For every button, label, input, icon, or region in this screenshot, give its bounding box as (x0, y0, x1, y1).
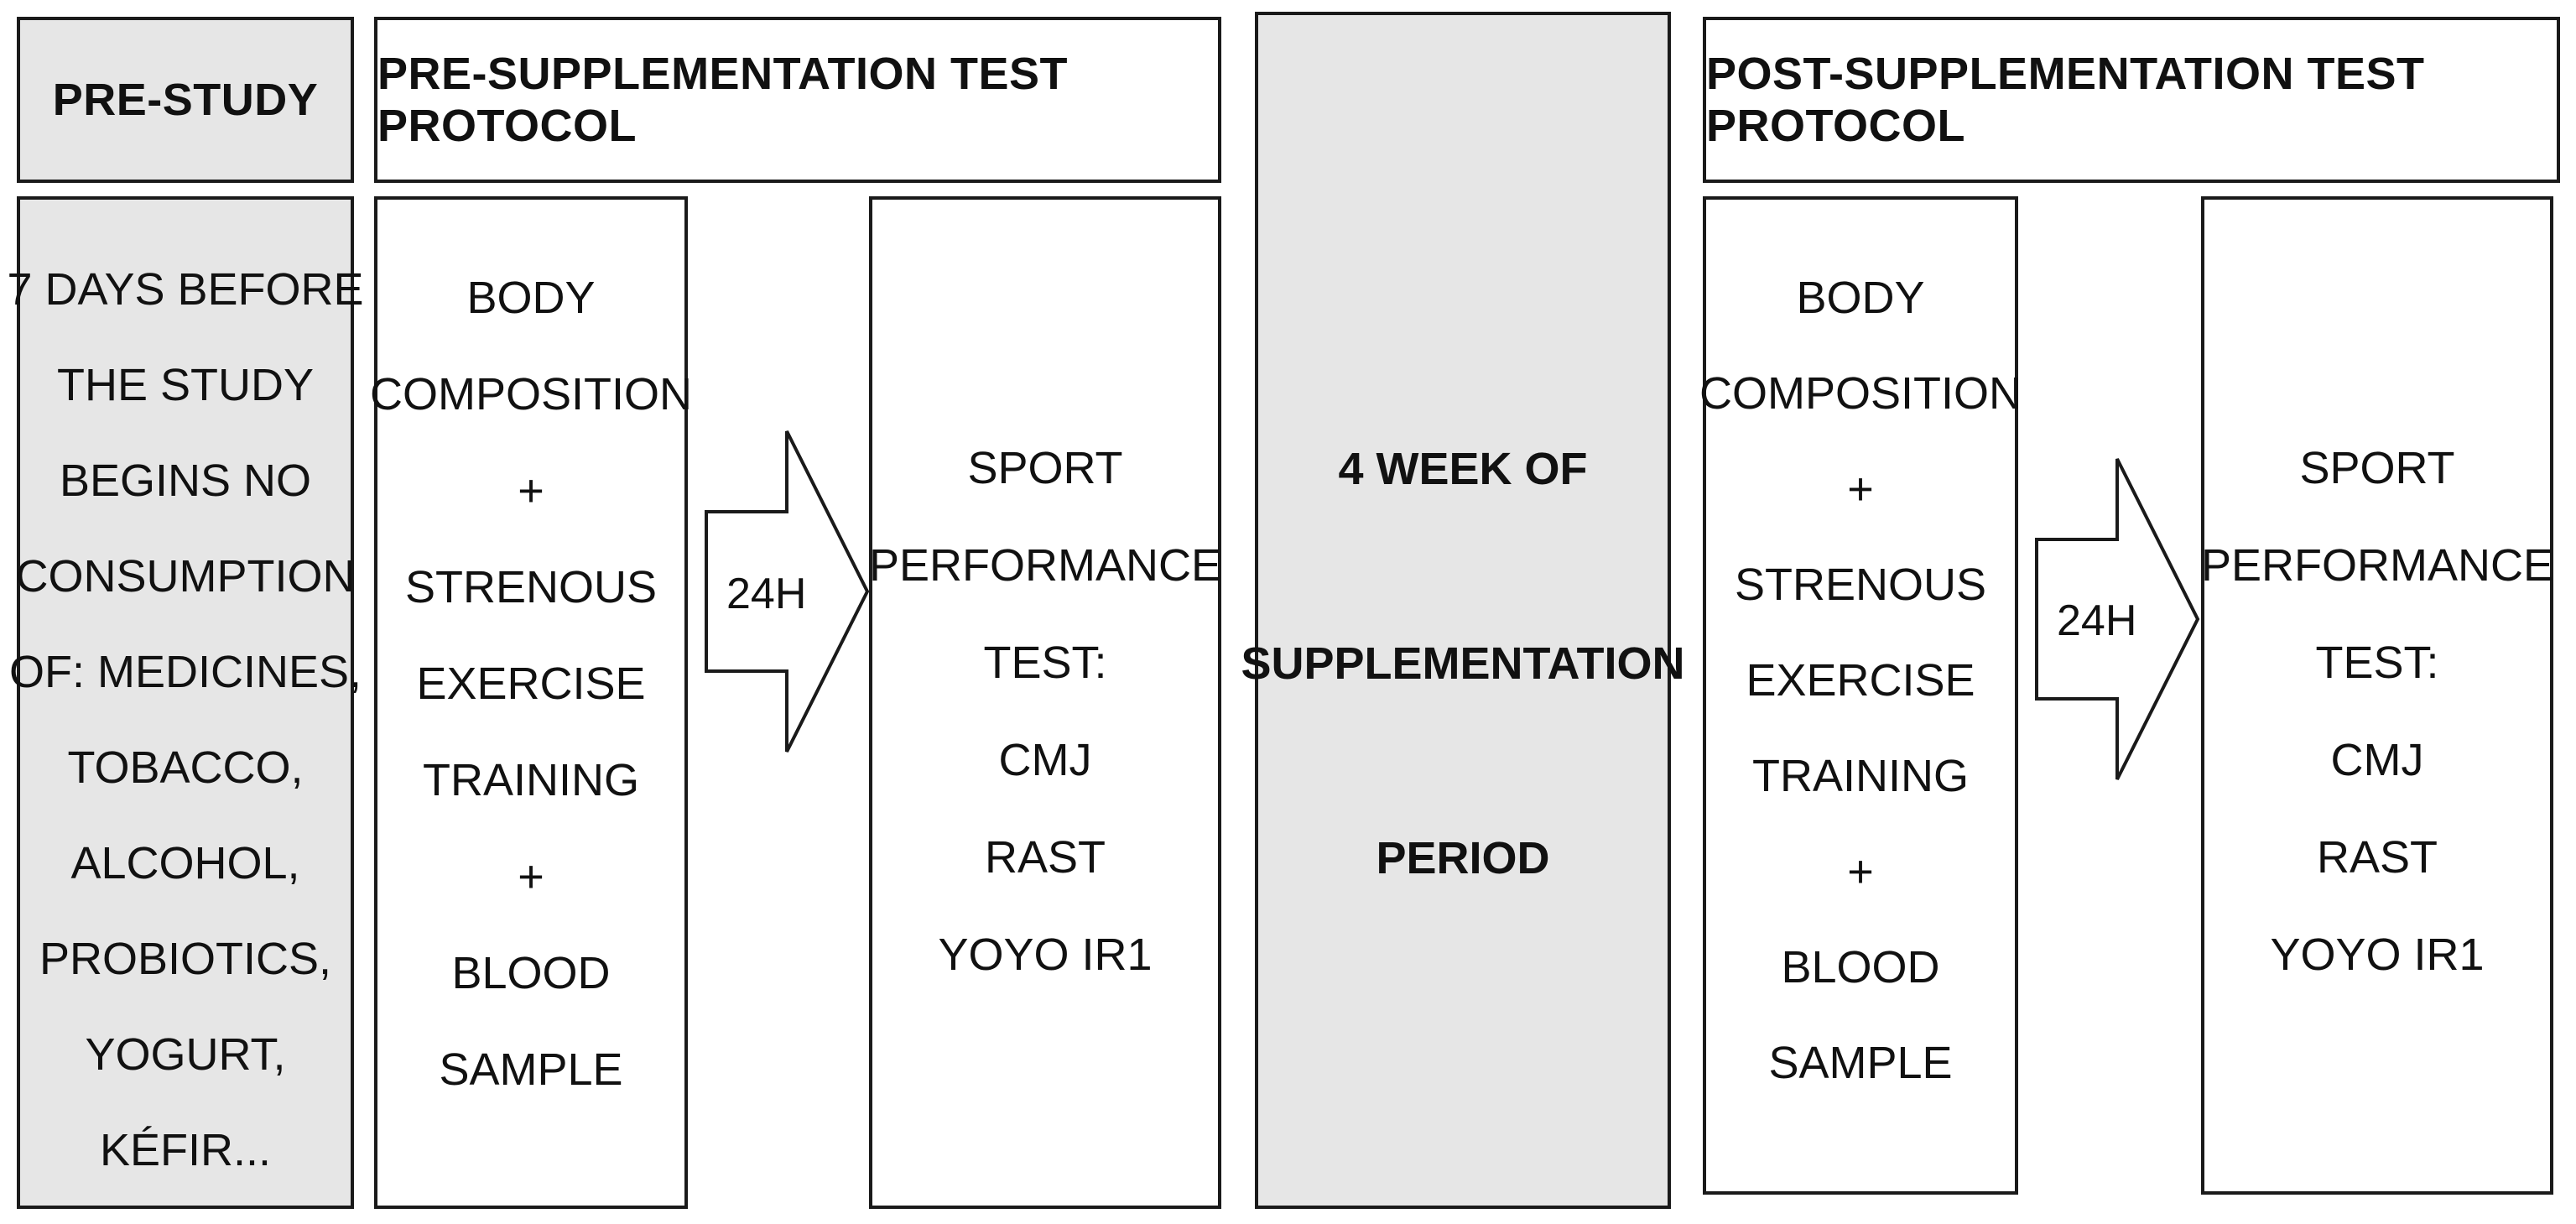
pre-study-line: TOBACCO, (67, 742, 304, 793)
pre-protocol-header-box: PRE-SUPPLEMENTATION TEST PROTOCOL (374, 17, 1221, 183)
pre-study-lines: 7 DAYS BEFORE THE STUDY BEGINS NO CONSUMPTI… (7, 242, 363, 1198)
pre-study-line: PROBIOTICS, (39, 934, 332, 984)
post-protocol-measure-line: + (1847, 846, 1874, 897)
pre-protocol-measure-line: + (518, 466, 544, 516)
pre-study-header-box: PRE-STUDY (17, 17, 354, 183)
post-protocol-measure-line: BODY (1796, 273, 1925, 323)
post-protocol-measure-line: STRENOUS (1734, 560, 1987, 610)
pre-protocol-test-line: RAST (984, 832, 1106, 883)
post-protocol-test-line: PERFORMANCE (2200, 540, 2554, 591)
post-arrow-label: 24H (2057, 596, 2137, 645)
post-protocol-measures-box: BODY COMPOSITION + STRENOUS EXERCISE TRAINING… (1699, 196, 2022, 1195)
post-protocol-test-line: RAST (2316, 832, 2438, 883)
pre-protocol-test-line: CMJ (998, 735, 1092, 785)
pre-protocol-measure-line: SAMPLE (439, 1044, 623, 1095)
post-protocol-test-line: YOYO IR1 (2270, 930, 2485, 980)
pre-protocol-measure-line: TRAINING (423, 755, 640, 805)
post-protocol-test-line: CMJ (2330, 735, 2424, 785)
pre-protocol-test-line: SPORT (967, 443, 1123, 493)
pre-study-line: ALCOHOL, (70, 838, 300, 888)
post-protocol-test-line: SPORT (2299, 443, 2455, 493)
pre-study-line: CONSUMPTION (15, 551, 356, 602)
pre-protocol-measure-line: COMPOSITION (370, 369, 693, 419)
pre-study-line: BEGINS NO (59, 456, 312, 506)
supplementation-line: PERIOD (1376, 833, 1550, 883)
post-protocol-measure-line: SAMPLE (1768, 1038, 1953, 1088)
post-protocol-measure-line: TRAINING (1752, 751, 1970, 801)
post-protocol-header-box: POST-SUPPLEMENTATION TEST PROTOCOL (1703, 17, 2560, 183)
post-arrow-icon (2035, 458, 2200, 780)
post-protocol-measure-line: COMPOSITION (1699, 368, 2022, 419)
post-protocol-header: POST-SUPPLEMENTATION TEST PROTOCOL (1706, 49, 2425, 151)
pre-protocol-performance-lines: SPORT PERFORMANCE TEST: CMJ RAST YOYO IR1 (869, 419, 1221, 1003)
pre-protocol-measure-line: STRENOUS (404, 562, 658, 612)
supplementation-lines: 4 WEEK OF SUPPLEMENTATION PERIOD (1241, 372, 1685, 956)
pre-protocol-measure-line: BLOOD (451, 948, 611, 998)
pre-study-line: OF: MEDICINES, (8, 647, 362, 697)
pre-study-header: PRE-STUDY (52, 75, 319, 125)
pre-protocol-performance-box: SPORT PERFORMANCE TEST: CMJ RAST YOYO IR1 (869, 196, 1221, 1209)
post-protocol-test-line: TEST: (2315, 638, 2439, 688)
pre-protocol-measure-line: BODY (466, 273, 596, 323)
pre-protocol-test-line: TEST: (983, 638, 1107, 688)
pre-study-line: YOGURT, (85, 1029, 286, 1080)
supplementation-box: 4 WEEK OF SUPPLEMENTATION PERIOD (1241, 12, 1685, 1209)
pre-protocol-measure-line: + (518, 852, 544, 902)
pre-protocol-measures-lines: BODY COMPOSITION + STRENOUS EXERCISE TRAINING… (370, 250, 692, 1118)
pre-protocol-header: PRE-SUPPLEMENTATION TEST PROTOCOL (377, 49, 1069, 151)
pre-arrow-icon (705, 430, 870, 753)
pre-protocol-measures-box: BODY COMPOSITION + STRENOUS EXERCISE TRAINING… (370, 196, 692, 1209)
pre-protocol-test-line: PERFORMANCE (868, 540, 1222, 591)
pre-study-body-box: 7 DAYS BEFORE THE STUDY BEGINS NO CONSUMPTI… (7, 196, 364, 1209)
pre-protocol-measure-line: EXERCISE (416, 659, 646, 709)
pre-study-line: THE STUDY (56, 360, 315, 410)
post-protocol-performance-lines: SPORT PERFORMANCE TEST: CMJ RAST YOYO IR1 (2201, 419, 2553, 1003)
pre-study-line: 7 DAYS BEFORE (7, 264, 364, 315)
post-protocol-measure-line: + (1847, 464, 1874, 514)
supplementation-line: 4 WEEK OF (1338, 444, 1588, 494)
post-protocol-measure-line: EXERCISE (1746, 655, 1975, 706)
post-protocol-performance-box: SPORT PERFORMANCE TEST: CMJ RAST YOYO IR1 (2201, 196, 2553, 1195)
post-protocol-measure-line: BLOOD (1781, 942, 1940, 992)
supplementation-line: SUPPLEMENTATION (1241, 638, 1685, 689)
post-protocol-measures-lines: BODY COMPOSITION + STRENOUS EXERCISE TRAINING… (1699, 250, 2022, 1111)
pre-study-line: KÉFIR... (99, 1125, 272, 1175)
pre-protocol-test-line: YOYO IR1 (938, 930, 1153, 980)
pre-arrow-label: 24H (726, 570, 807, 618)
